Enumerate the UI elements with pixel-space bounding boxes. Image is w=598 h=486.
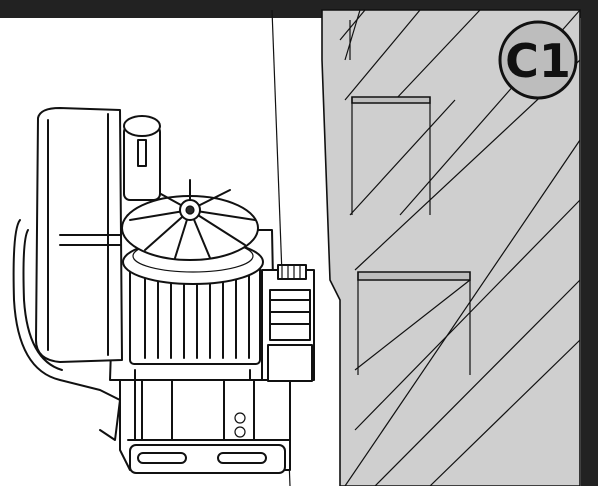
section-badge: C1	[498, 20, 578, 100]
badge-label: C1	[505, 34, 571, 88]
control-cover	[12, 107, 123, 441]
fan	[121, 179, 259, 261]
drive-pinion	[261, 264, 315, 382]
gear-motor	[12, 107, 315, 474]
capacitor	[123, 115, 161, 201]
